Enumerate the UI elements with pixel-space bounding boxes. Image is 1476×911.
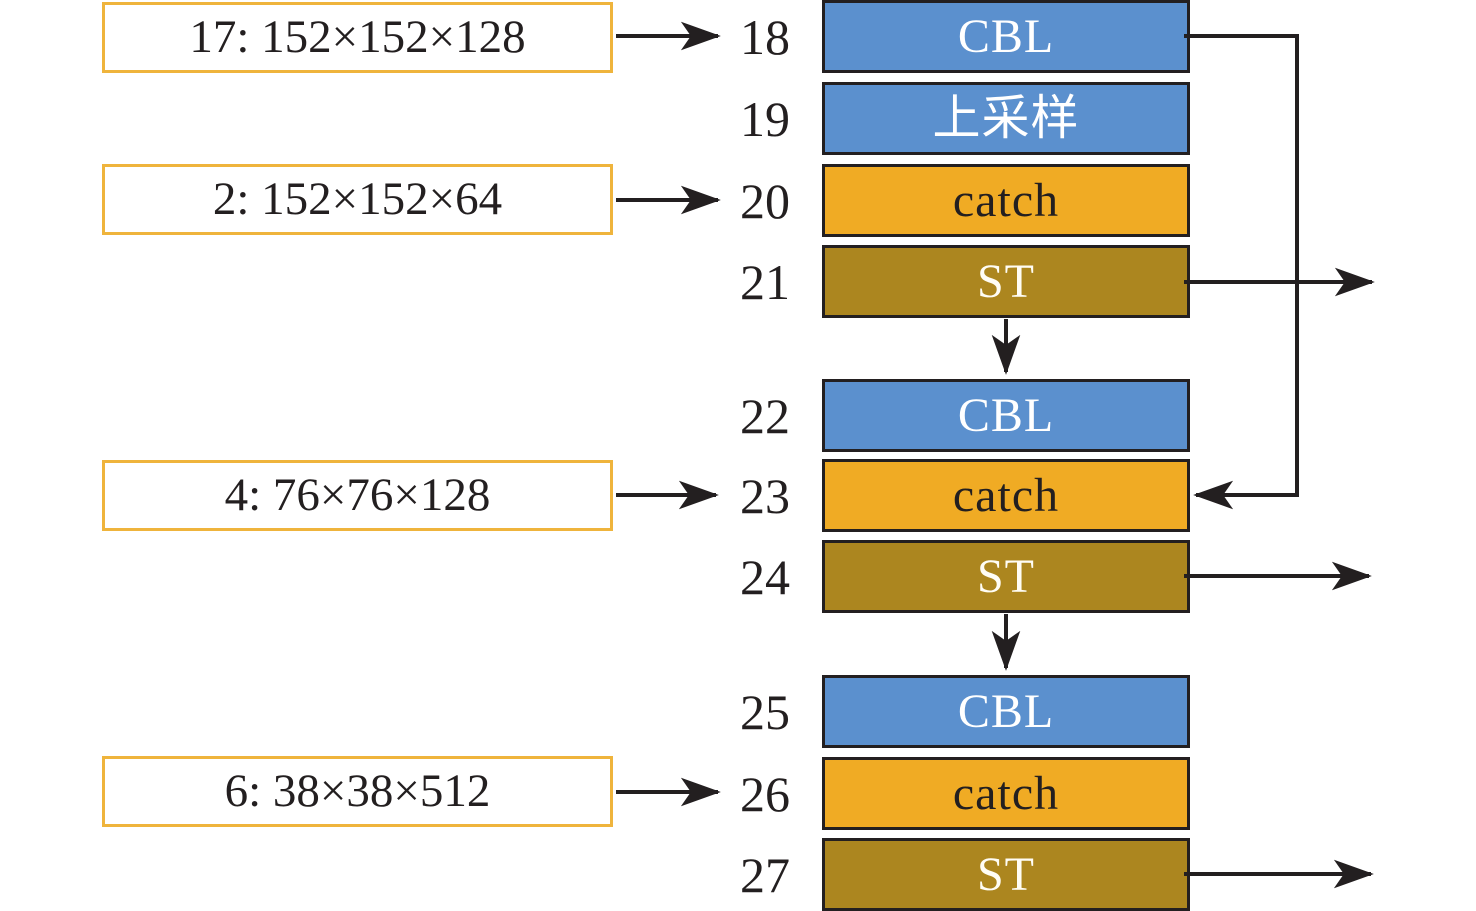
skip-connection-18-to-23 bbox=[1184, 34, 1299, 510]
block-21-st: ST bbox=[822, 245, 1190, 318]
block-label: 上采样 bbox=[932, 91, 1080, 145]
block-18-cbl: CBL bbox=[822, 0, 1190, 73]
block-label: CBL bbox=[957, 9, 1055, 63]
row-number-25: 25 bbox=[740, 684, 790, 740]
input-label-box-6: 6: 38×38×512 bbox=[102, 756, 613, 827]
input-label-text: 4: 76×76×128 bbox=[224, 469, 491, 521]
block-label: CBL bbox=[957, 388, 1055, 442]
block-24-st: ST bbox=[822, 540, 1190, 613]
row-number-22: 22 bbox=[740, 388, 790, 444]
block-label: CBL bbox=[957, 684, 1055, 738]
row-number-19: 19 bbox=[740, 91, 790, 147]
input-label-text: 17: 152×152×128 bbox=[189, 11, 526, 63]
block-22-cbl: CBL bbox=[822, 379, 1190, 452]
block-26-catch: catch bbox=[822, 757, 1190, 830]
row-number-18: 18 bbox=[740, 9, 790, 65]
input-label-box-4: 4: 76×76×128 bbox=[102, 460, 613, 531]
block-27-st: ST bbox=[822, 838, 1190, 911]
row-number-23: 23 bbox=[740, 468, 790, 524]
input-label-box-17: 17: 152×152×128 bbox=[102, 2, 613, 73]
input-label-box-2: 2: 152×152×64 bbox=[102, 164, 613, 235]
row-number-27: 27 bbox=[740, 847, 790, 903]
input-label-text: 6: 38×38×512 bbox=[224, 765, 491, 817]
row-number-21: 21 bbox=[740, 254, 790, 310]
block-19-upsample: 上采样 bbox=[822, 82, 1190, 155]
block-25-cbl: CBL bbox=[822, 675, 1190, 748]
block-label: ST bbox=[976, 847, 1035, 901]
block-label: catch bbox=[952, 173, 1060, 227]
block-label: catch bbox=[952, 468, 1060, 522]
row-number-20: 20 bbox=[740, 173, 790, 229]
block-20-catch: catch bbox=[822, 164, 1190, 237]
input-label-text: 2: 152×152×64 bbox=[212, 173, 503, 225]
block-label: ST bbox=[976, 254, 1035, 308]
block-label: catch bbox=[952, 766, 1060, 820]
block-label: ST bbox=[976, 549, 1035, 603]
row-number-24: 24 bbox=[740, 549, 790, 605]
row-number-26: 26 bbox=[740, 766, 790, 822]
block-23-catch: catch bbox=[822, 459, 1190, 532]
